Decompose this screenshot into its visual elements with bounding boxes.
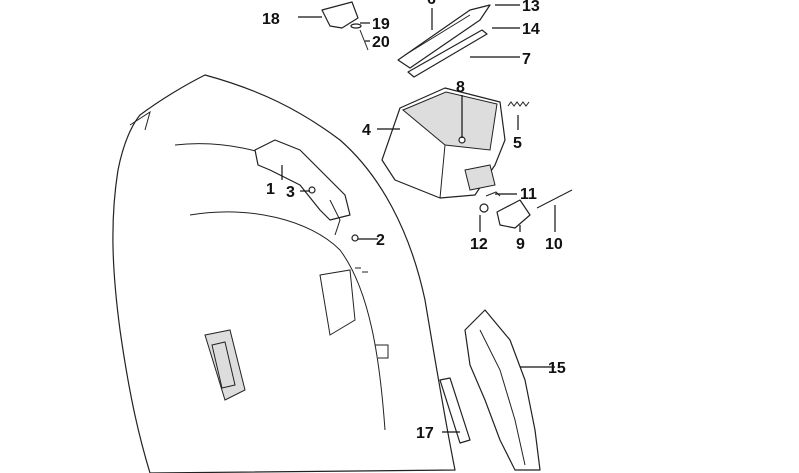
- callout-11: 11: [520, 186, 537, 203]
- callout-6: 6: [427, 0, 436, 8]
- callout-3: 3: [286, 184, 295, 201]
- lid-part-6: [397, 4, 491, 69]
- callout-4: 4: [362, 122, 371, 139]
- callout-15: 15: [548, 360, 566, 377]
- bushing-part-12: [479, 203, 489, 213]
- callout-5: 5: [513, 135, 522, 152]
- callout-1: 1: [266, 181, 275, 198]
- callout-12: 12: [470, 236, 488, 253]
- clip-part-11: [485, 191, 501, 197]
- callout-9: 9: [516, 236, 525, 253]
- handle-part-18: [321, 1, 359, 29]
- rod-part-10: [536, 189, 573, 209]
- leader-lines: [281, 4, 556, 433]
- side-panel-part: [112, 74, 456, 473]
- callout-18: 18: [262, 11, 280, 28]
- callout-14: 14: [522, 21, 540, 38]
- callout-10: 10: [545, 236, 563, 253]
- strip-part-17: [439, 377, 471, 444]
- callout-19: 19: [372, 16, 390, 33]
- callout-17: 17: [416, 425, 434, 442]
- trim-part-15: [464, 309, 541, 471]
- seal-part-7: [407, 29, 488, 78]
- screw-part-20: [359, 29, 369, 51]
- glove-box-part-4: [381, 87, 506, 199]
- callout-20: 20: [372, 34, 390, 51]
- washer-part-19: [350, 23, 362, 29]
- callout-7: 7: [522, 51, 531, 68]
- callout-13: 13: [522, 0, 540, 15]
- bracket-part-1: [254, 139, 359, 242]
- callout-8: 8: [456, 79, 465, 96]
- callout-2: 2: [376, 232, 385, 249]
- hinge-part-9: [496, 199, 531, 229]
- spring-part-5: [507, 101, 530, 107]
